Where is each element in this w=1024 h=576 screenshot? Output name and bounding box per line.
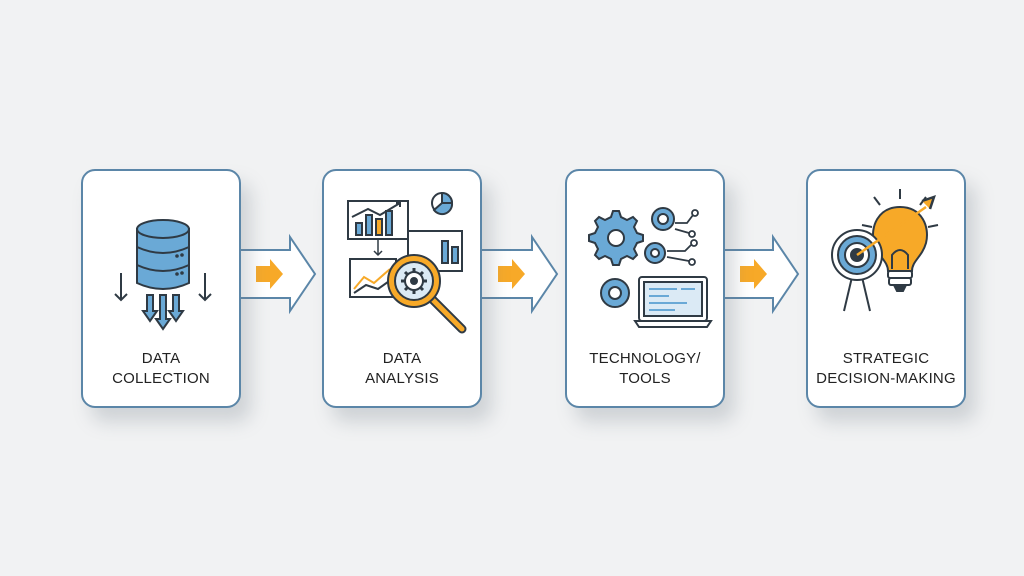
step-card-strategic-decision-making: STRATEGIC DECISION-MAKING [806, 169, 966, 408]
step-label-line2: DECISION-MAKING [816, 370, 956, 387]
step-card-data-collection: DATA COLLECTION [81, 169, 241, 408]
connector-arrow-1 [235, 233, 317, 315]
database-icon [114, 219, 212, 331]
step-card-data-analysis: DATA ANALYSIS [322, 169, 482, 408]
step-label-line1: STRATEGIC [842, 350, 930, 367]
step-label: DATA COLLECTION [83, 349, 239, 389]
step-label-line1: TECHNOLOGY/ [589, 350, 701, 367]
magnifier-chart-icon [347, 191, 467, 334]
step-label: STRATEGIC DECISION-MAKING [808, 349, 964, 389]
step-label: DATA ANALYSIS [324, 349, 480, 389]
step-label-line1: DATA [382, 350, 422, 367]
step-label-line2: TOOLS [619, 370, 671, 387]
step-label-line2: ANALYSIS [365, 370, 439, 387]
step-label-line2: COLLECTION [112, 370, 210, 387]
connector-arrow-2 [478, 233, 559, 315]
lightbulb-target-icon [831, 189, 939, 312]
step-label-line1: DATA [141, 350, 181, 367]
arrow-right-icon [498, 259, 525, 289]
step-card-technology-tools: TECHNOLOGY/ TOOLS [565, 169, 725, 408]
connector-arrow-3 [720, 233, 800, 315]
step-label: TECHNOLOGY/ TOOLS [567, 349, 723, 389]
arrow-right-icon [740, 259, 767, 289]
arrow-right-icon [256, 259, 283, 289]
gears-laptop-icon [588, 207, 713, 328]
